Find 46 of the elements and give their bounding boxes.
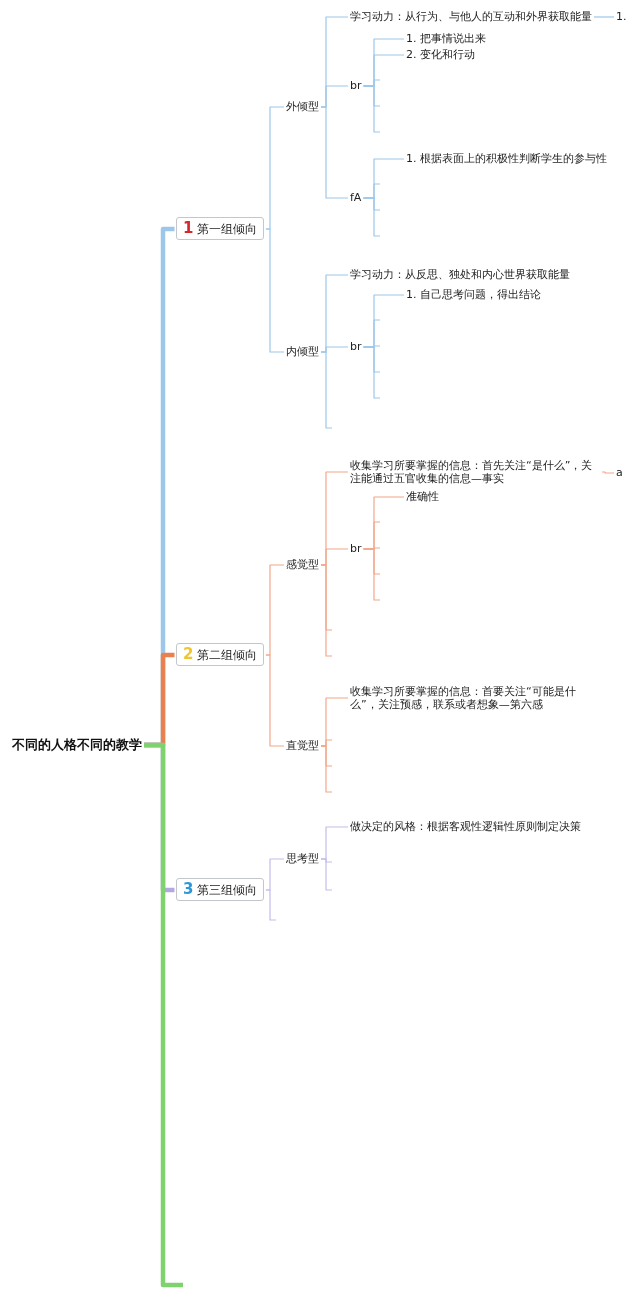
topic-text: 收集学习所要掌握的信息：首要关注“可能是什么”，关注预感，联系或者想象—第六感 <box>348 685 602 711</box>
topic-text: fA <box>348 191 364 204</box>
topic-text: br <box>348 542 364 555</box>
branch-line <box>601 471 615 474</box>
topic-text: 思考型 <box>284 852 321 865</box>
branch-line <box>593 16 615 18</box>
branch-line <box>265 889 277 921</box>
topic-text: 1. 把事情说出来 <box>404 32 488 45</box>
branch-line <box>362 85 381 133</box>
branch-line <box>144 742 183 1288</box>
topic-label: 第三组倾向 <box>197 883 258 897</box>
topic-text: 感觉型 <box>284 558 321 571</box>
branch-line <box>362 346 381 399</box>
topic-text: 1. 自己思考问题，得出结论 <box>404 288 543 301</box>
topic-text: 学习动力：从反思、独处和内心世界获取能量 <box>348 268 572 281</box>
topic-text: br <box>348 340 364 353</box>
branch-line <box>320 858 333 891</box>
root-topic: 不同的人格不同的教学 <box>10 737 144 753</box>
topic-text: 1. <box>614 10 629 23</box>
topic-text: a <box>614 466 625 479</box>
branch-line <box>265 654 285 747</box>
topic-text: 准确性 <box>404 490 441 503</box>
branch-line <box>320 106 349 199</box>
topic-text: 学习动力：从行为、与他人的互动和外界获取能量 <box>348 10 594 23</box>
priority-number: 3 <box>183 880 194 898</box>
branch-line <box>362 197 381 237</box>
branch-line <box>320 351 333 429</box>
topic-box <box>176 217 265 240</box>
topic-text: 收集学习所要掌握的信息：首先关注“是什么”，关注能通过五官收集的信息—事实 <box>348 459 602 485</box>
topic-text: 外倾型 <box>284 100 321 113</box>
topic-text: 直觉型 <box>284 739 321 752</box>
topic-box <box>176 643 265 666</box>
topic-text: 2. 变化和行动 <box>404 48 477 61</box>
branch-line <box>320 564 333 657</box>
branch-line <box>265 228 285 353</box>
topic-text: 1. 根据表面上的积极性判断学生的参与性 <box>404 152 609 165</box>
topic-label: 第二组倾向 <box>197 648 258 662</box>
topic-box <box>176 878 265 901</box>
priority-number: 2 <box>183 645 194 663</box>
priority-number: 1 <box>183 219 194 237</box>
topic-label: 第一组倾向 <box>197 222 258 236</box>
topic-text: 做决定的风格：根据客观性逻辑性原则制定决策 <box>348 820 583 833</box>
topic-text: 内倾型 <box>284 345 321 358</box>
branch-line <box>320 745 333 793</box>
topic-text: br <box>348 79 364 92</box>
branch-line <box>362 548 381 601</box>
